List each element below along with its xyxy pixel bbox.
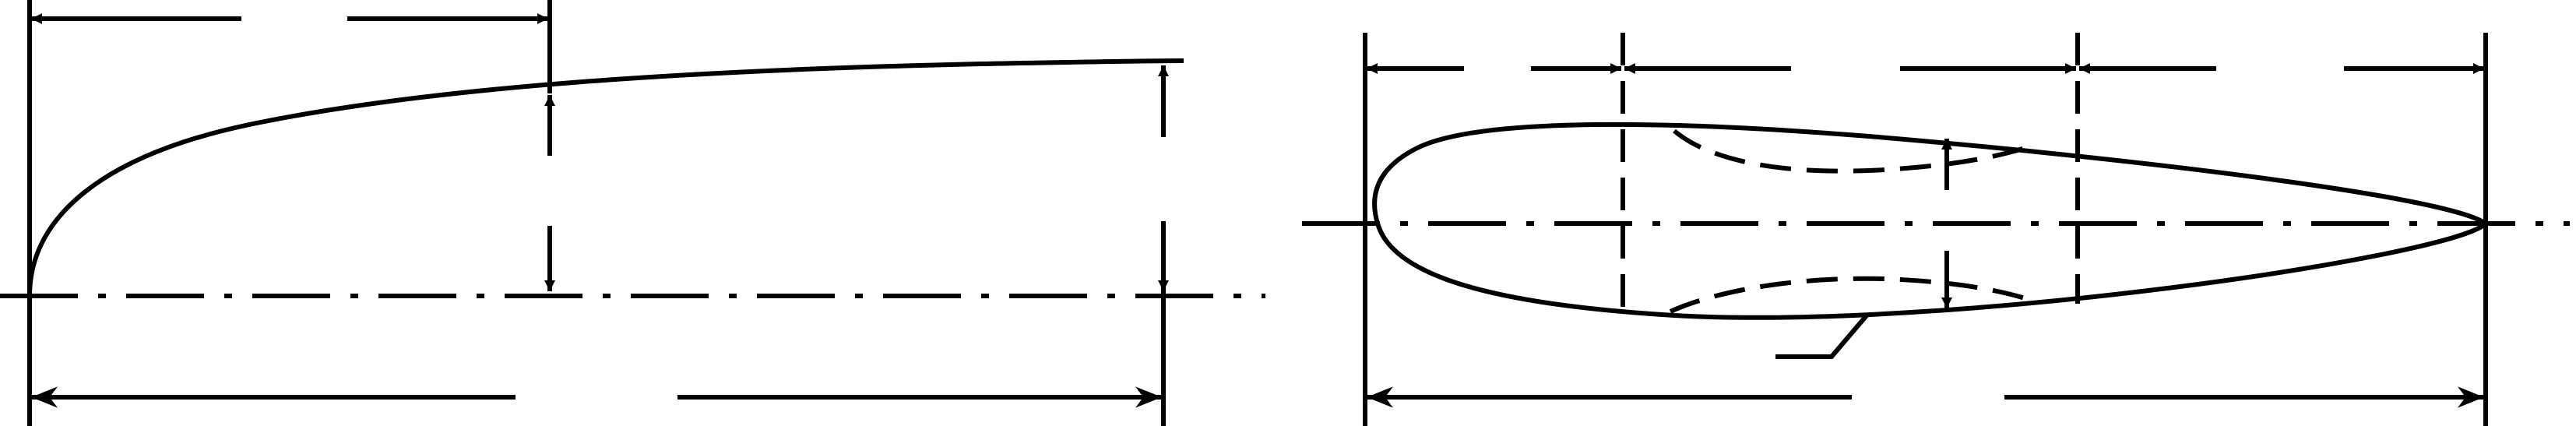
airfoil-section-view bbox=[1302, 33, 2570, 426]
leader-line bbox=[1775, 313, 1870, 359]
profile-curve bbox=[27, 58, 1184, 297]
section-ellipse bbox=[1372, 121, 2490, 320]
inner-upper-profile bbox=[1673, 129, 2038, 174]
inner-lower-profile bbox=[1669, 276, 2038, 314]
airfoil-profile-view bbox=[0, 0, 1265, 426]
